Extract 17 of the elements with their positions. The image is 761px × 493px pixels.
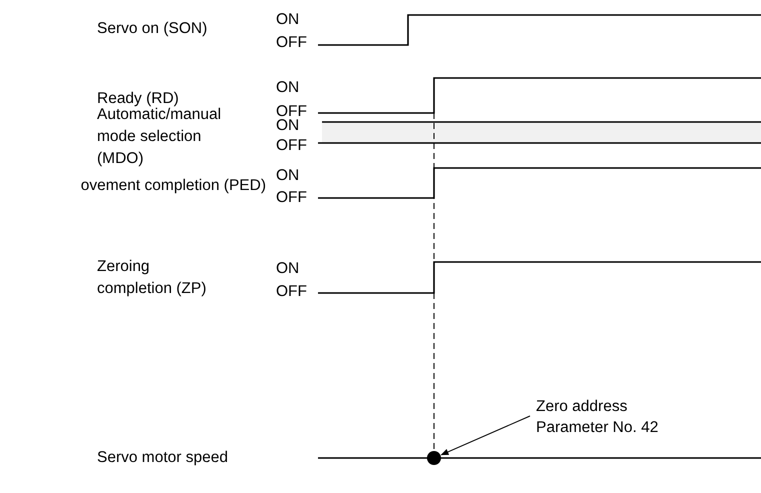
state-label: OFF <box>276 188 307 208</box>
signal-name: Zeroing completion (ZP) <box>97 257 208 299</box>
signal-name: Servo on (SON) <box>97 19 208 39</box>
state-label: ON <box>276 78 300 98</box>
signal-name: Automatic/manual mode selection (MDO) <box>97 106 222 169</box>
leader-line <box>440 416 530 456</box>
state-label: OFF <box>276 136 307 156</box>
state-label: OFF <box>276 282 307 302</box>
state-label: ON <box>276 10 300 30</box>
zero-point-dot <box>427 451 441 465</box>
signal-name: ovement completion (PED) <box>80 176 266 196</box>
state-label: OFF <box>276 33 307 53</box>
state-label: ON <box>276 259 300 279</box>
state-label: ON <box>276 166 300 186</box>
signal-name: Ready (RD) <box>97 89 179 108</box>
annotation-text: Zero address Parameter No. 42 <box>536 396 696 438</box>
signal-name: Servo motor speed <box>97 448 228 468</box>
